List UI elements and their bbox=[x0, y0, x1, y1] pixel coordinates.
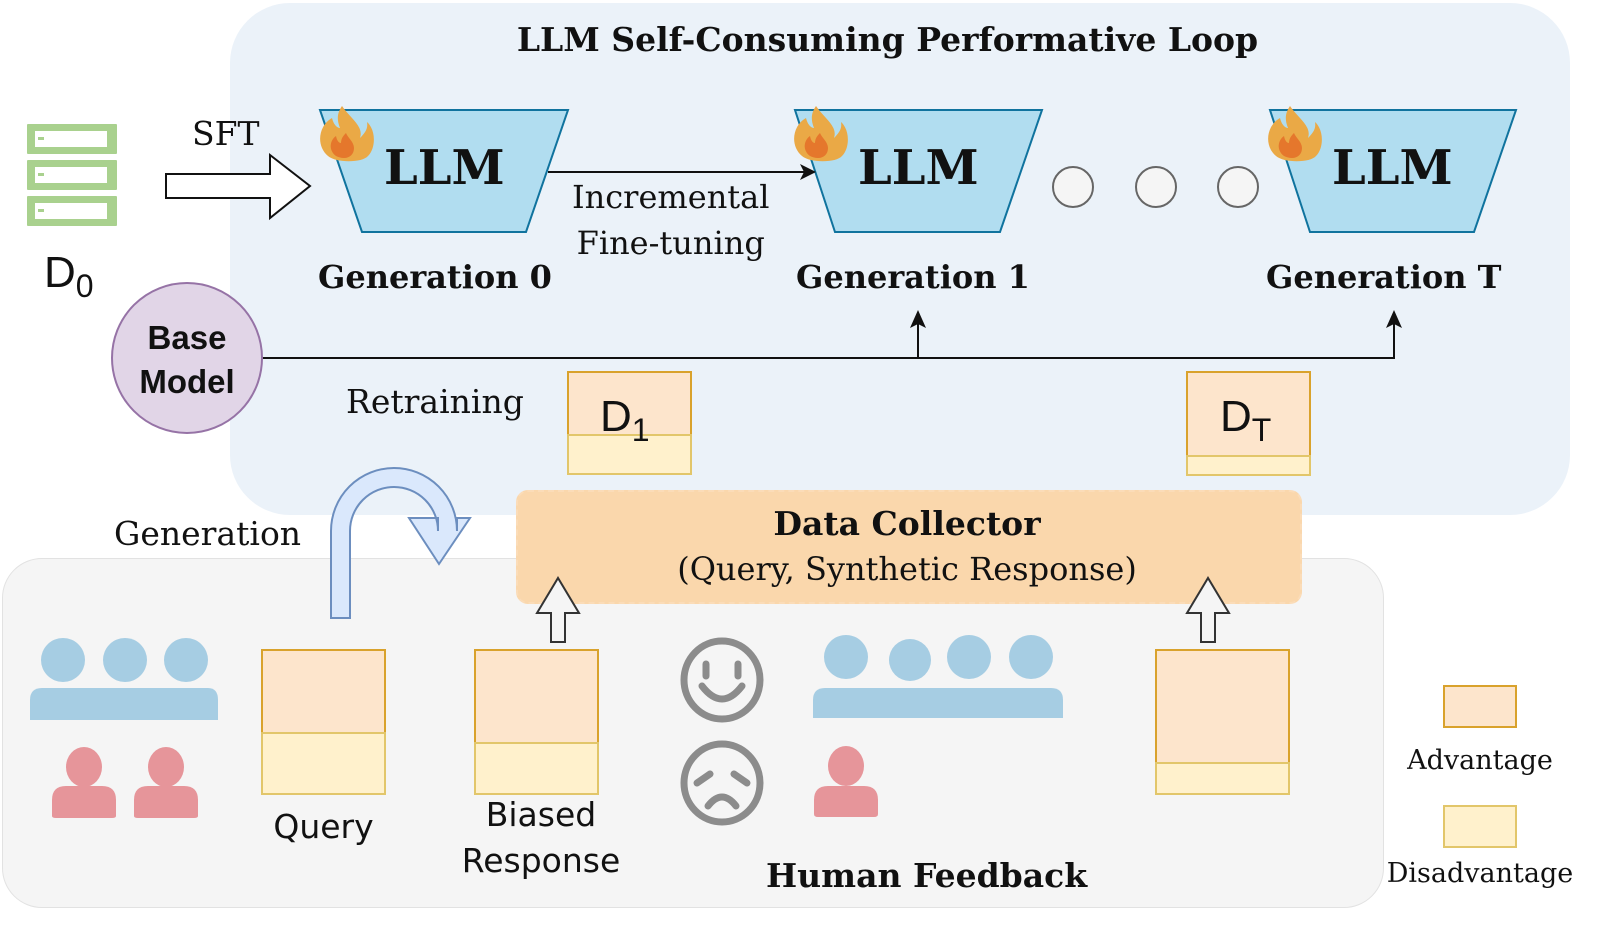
group-people-icon bbox=[30, 638, 218, 720]
incremental-line2: Fine-tuning bbox=[576, 224, 765, 262]
data-collector-subtitle: (Query, Synthetic Response) bbox=[677, 550, 1137, 588]
group-people-icon bbox=[813, 635, 1063, 718]
up-arrow-icon bbox=[535, 576, 581, 643]
incremental-arrowhead-icon bbox=[800, 164, 816, 180]
up-arrow-icon bbox=[1185, 576, 1231, 643]
biased-response-box bbox=[474, 649, 599, 795]
self-consuming-loop-panel bbox=[230, 3, 1570, 515]
dataset-d0-subscript: 0 bbox=[75, 267, 94, 304]
base-model-line2: Model bbox=[139, 363, 235, 400]
query-box bbox=[261, 649, 386, 795]
base-model-label: Base Model bbox=[112, 316, 262, 404]
llm-genT-label: LLM bbox=[1332, 140, 1453, 196]
llm-gen0-shape bbox=[318, 109, 570, 233]
retraining-line bbox=[262, 322, 1395, 359]
human-feedback-panel bbox=[2, 558, 1384, 908]
dataset-d1-label: D1 bbox=[600, 392, 650, 449]
flame-icon bbox=[1268, 106, 1322, 162]
llm-gen0-label: LLM bbox=[384, 140, 505, 196]
generation-1-caption: Generation 1 bbox=[796, 258, 1030, 296]
data-collector-box bbox=[516, 490, 1302, 604]
sft-arrow-icon bbox=[165, 152, 312, 221]
database-icon bbox=[27, 124, 117, 226]
legend-disadvantage-swatch bbox=[1443, 805, 1517, 848]
ellipsis-circle bbox=[1217, 166, 1259, 208]
ellipsis-circle bbox=[1052, 166, 1094, 208]
biased-response-label: Biased Response bbox=[456, 792, 626, 884]
data-collector-title: Data Collector bbox=[773, 504, 1041, 543]
incremental-label: Incremental Fine-tuning bbox=[572, 174, 769, 266]
flame-icon bbox=[320, 106, 374, 162]
dataset-d1-letter: D bbox=[600, 392, 632, 441]
biased-response-line2: Response bbox=[461, 841, 621, 880]
data-collector-label: Data Collector (Query, Synthetic Respons… bbox=[516, 502, 1298, 592]
dataset-d1-box bbox=[567, 371, 692, 475]
diagram-title: LLM Self-Consuming Performative Loop bbox=[516, 20, 1259, 59]
generation-T-caption: Generation T bbox=[1266, 258, 1502, 296]
dataset-d1-subscript: 1 bbox=[631, 411, 650, 448]
retraining-arrowhead-gen1-icon bbox=[910, 310, 926, 328]
sft-label: SFT bbox=[192, 114, 260, 153]
dataset-dt-subscript: T bbox=[1251, 411, 1272, 448]
flame-icon bbox=[794, 106, 848, 162]
retraining-label: Retraining bbox=[346, 382, 524, 421]
legend-advantage-label: Advantage bbox=[1407, 745, 1553, 776]
llm-gen1-label: LLM bbox=[858, 140, 979, 196]
person-icon bbox=[814, 746, 878, 817]
llm-gen1-shape bbox=[793, 109, 1044, 233]
dataset-d0-letter: D bbox=[44, 248, 76, 297]
human-feedback-label: Human Feedback bbox=[766, 856, 1088, 895]
llm-genT-shape bbox=[1268, 109, 1518, 233]
retraining-arrowhead-genT-icon bbox=[1386, 310, 1402, 328]
dataset-dt-box bbox=[1186, 371, 1311, 476]
person-icon bbox=[52, 747, 116, 818]
legend-advantage-swatch bbox=[1443, 685, 1517, 728]
query-label: Query bbox=[273, 807, 374, 846]
uturn-arrow-icon bbox=[330, 467, 472, 619]
base-model-circle bbox=[111, 282, 263, 434]
person-icon bbox=[134, 747, 198, 818]
ellipsis-circle bbox=[1135, 166, 1177, 208]
generation-0-caption: Generation 0 bbox=[318, 258, 552, 296]
biased-response-line1: Biased bbox=[485, 795, 597, 834]
happy-face-icon bbox=[680, 637, 764, 723]
base-model-line1: Base bbox=[147, 319, 227, 356]
generation-label: Generation bbox=[114, 514, 302, 553]
synthetic-response-box bbox=[1155, 649, 1290, 795]
legend-disadvantage-label: Disadvantage bbox=[1386, 858, 1574, 889]
incremental-line1: Incremental bbox=[572, 178, 770, 216]
dataset-dt-label: DT bbox=[1220, 392, 1271, 449]
dataset-dt-letter: D bbox=[1220, 392, 1252, 441]
dataset-d0-label: D0 bbox=[44, 248, 94, 305]
sad-face-icon bbox=[680, 740, 764, 826]
